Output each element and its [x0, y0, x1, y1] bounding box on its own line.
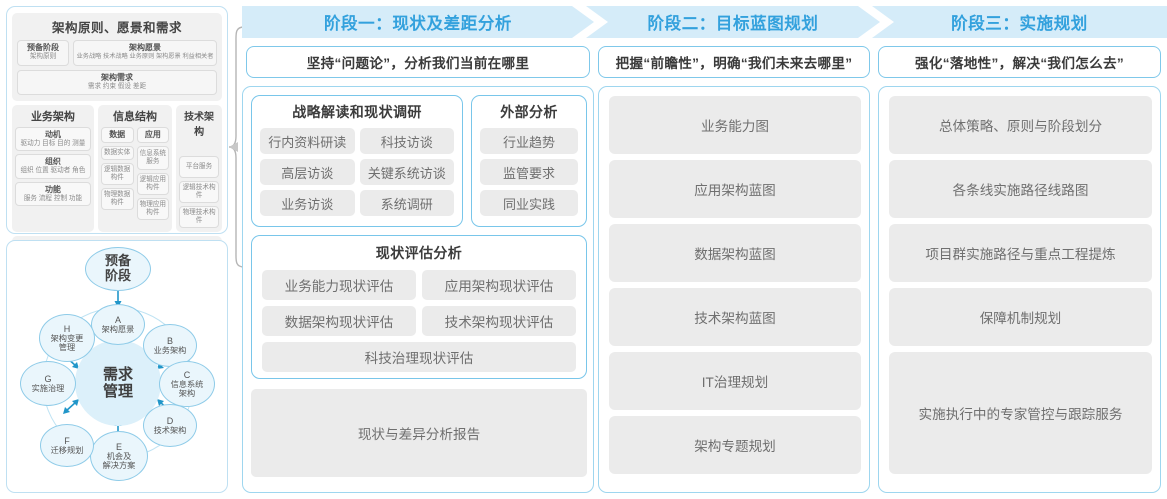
- function-group: 功能 服务 流程 控制 功能: [15, 181, 91, 206]
- tile-external-2[interactable]: 同业实践: [480, 190, 578, 216]
- adm-cycle-diagram: 预备 阶段 需求 管理 A 架构愿景 B 业务架构 C 信息系统: [7, 241, 227, 492]
- phase3-item-3[interactable]: 保障机制规划: [889, 288, 1152, 346]
- phase1-banner-wrap: 阶段一：现状及差距分析: [242, 6, 594, 38]
- phase3-item-0[interactable]: 总体策略、原则与阶段划分: [889, 96, 1152, 154]
- tile-strategy-5[interactable]: 系统调研: [359, 190, 454, 216]
- phase2-item-3[interactable]: 技术架构蓝图: [609, 288, 861, 346]
- phase1-body: 战略解读和现状调研 行内资料研读 科技访谈 高层访谈 关键系统访谈 业务访谈 系…: [242, 86, 594, 493]
- architecture-vision-block: 架构愿景 业务战略 技术战略 业务原则 架构愿景 利益相关者: [73, 40, 217, 66]
- tile-assess-1[interactable]: 应用架构现状评估: [422, 270, 576, 300]
- tile-strategy-4[interactable]: 业务访谈: [260, 190, 355, 216]
- phase2-item-5[interactable]: 架构专题规划: [609, 416, 861, 474]
- phase3-banner[interactable]: 阶段三：实施规划: [872, 6, 1167, 38]
- business-architecture-column: 业务架构 动机 驱动力 目标 目的 测量 组织 组织 位置 驱动者 角色 功能 …: [12, 105, 94, 233]
- current-state-assessment-card: 现状评估分析 业务能力现状评估 应用架构现状评估 数据架构现状评估 技术架构现状…: [251, 235, 587, 379]
- phase3-item-2[interactable]: 项目群实施路径与重点工程提炼: [889, 224, 1152, 282]
- technology-architecture-column: 技术架构 平台服务 逻辑技术构件 物理技术构件: [176, 105, 222, 233]
- phase2-body: 业务能力图 应用架构蓝图 数据架构蓝图 技术架构蓝图 IT治理规划 架构专题规划: [598, 86, 870, 493]
- architecture-requirements-block: 架构需求 需求 约束 假设 差距: [17, 69, 217, 96]
- phase3-body: 总体策略、原则与阶段划分 各条线实施路径线路图 项目群实施路径与重点工程提炼 保…: [878, 86, 1161, 493]
- left-column: 架构原则、愿景和需求 预备阶段 架构原则 架构愿景 业务战略 技术战略 业务原则…: [6, 6, 228, 493]
- phase3-subtitle: 强化“落地性”，解决“我们怎么去”: [878, 46, 1161, 78]
- adm-node-a[interactable]: A 架构愿景: [91, 304, 145, 345]
- phase2-item-4[interactable]: IT治理规划: [609, 352, 861, 410]
- phase3-item-1[interactable]: 各条线实施路径线路图: [889, 160, 1152, 218]
- adm-node-b[interactable]: B 业务架构: [143, 324, 197, 367]
- adm-node-g[interactable]: G 实施治理: [20, 361, 76, 406]
- phase2-banner[interactable]: 阶段二：目标蓝图规划: [586, 6, 880, 38]
- architecture-framework-card: 架构原则、愿景和需求 预备阶段 架构原则 架构愿景 业务战略 技术战略 业务原则…: [6, 6, 228, 280]
- tile-external-0[interactable]: 行业趋势: [480, 128, 578, 154]
- phase2-subtitle: 把握“前瞻性”，明确“我们未来去哪里”: [598, 46, 870, 78]
- strategy-research-card: 战略解读和现状调研 行内资料研读 科技访谈 高层访谈 关键系统访谈 业务访谈 系…: [251, 95, 463, 227]
- tile-strategy-3[interactable]: 关键系统访谈: [359, 159, 454, 185]
- tile-assess-4[interactable]: 科技治理现状评估: [262, 342, 576, 372]
- tile-external-1[interactable]: 监管要求: [480, 159, 578, 185]
- data-subcolumn: 数据 数据实体 逻辑数据构件 物理数据构件: [100, 127, 134, 220]
- phase2-item-1[interactable]: 应用架构蓝图: [609, 160, 861, 218]
- adm-node-f[interactable]: F 迁移规划: [40, 424, 94, 467]
- prep-phase-block: 预备阶段 架构原则: [17, 40, 69, 66]
- tile-strategy-1[interactable]: 科技访谈: [359, 128, 454, 154]
- adm-node-c[interactable]: C 信息系统 架构: [159, 361, 215, 407]
- organization-group: 组织 组织 位置 驱动者 角色: [15, 154, 91, 179]
- phase2-item-0[interactable]: 业务能力图: [609, 96, 861, 154]
- principles-vision-requirements-section: 架构原则、愿景和需求 预备阶段 架构原则 架构愿景 业务战略 技术战略 业务原则…: [12, 13, 222, 102]
- application-subcolumn: 应用 信息系统服务 逻辑应用构件 物理应用构件: [136, 127, 170, 221]
- tile-strategy-0[interactable]: 行内资料研读: [260, 128, 355, 154]
- adm-cycle-card: 预备 阶段 需求 管理 A 架构愿景 B 业务架构 C 信息系统: [6, 240, 228, 493]
- tile-assess-2[interactable]: 数据架构现状评估: [262, 306, 416, 336]
- adm-node-preliminary[interactable]: 预备 阶段: [85, 247, 151, 291]
- phase1-report-tile[interactable]: 现状与差异分析报告: [251, 389, 587, 477]
- tile-assess-0[interactable]: 业务能力现状评估: [262, 270, 416, 300]
- phase3-item-4[interactable]: 实施执行中的专家管控与跟踪服务: [889, 352, 1152, 474]
- adm-node-e[interactable]: E 机会及 解决方案: [90, 431, 148, 481]
- phase2-banner-wrap: 阶段二：目标蓝图规划: [586, 6, 880, 38]
- framework-header: 架构原则、愿景和需求: [51, 21, 182, 35]
- adm-node-d[interactable]: D 技术架构: [143, 404, 197, 447]
- phase1-subtitle: 坚持“问题论”，分析我们当前在哪里: [246, 46, 590, 78]
- external-analysis-card: 外部分析 行业趋势 监管要求 同业实践: [471, 95, 587, 227]
- information-structure-column: 信息结构 数据 数据实体 逻辑数据构件 物理数据构件 应用 信息系统服务 逻辑应…: [97, 105, 173, 233]
- phase1-banner[interactable]: 阶段一：现状及差距分析: [242, 6, 594, 38]
- adm-node-h[interactable]: H 架构变更 管理: [39, 314, 95, 362]
- grouping-brace: [228, 26, 245, 268]
- phase3-banner-wrap: 阶段三：实施规划: [872, 6, 1167, 38]
- tile-strategy-2[interactable]: 高层访谈: [260, 159, 355, 185]
- motivation-group: 动机 驱动力 目标 目的 测量: [15, 127, 91, 152]
- tile-assess-3[interactable]: 技术架构现状评估: [422, 306, 576, 336]
- phase2-item-2[interactable]: 数据架构蓝图: [609, 224, 861, 282]
